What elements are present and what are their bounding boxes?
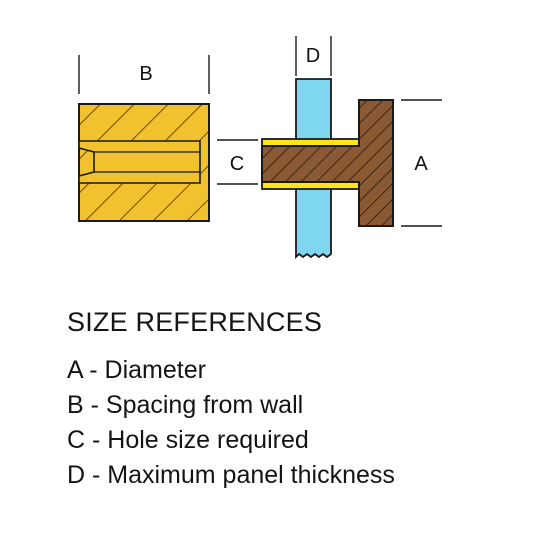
label-c: C — [230, 153, 244, 175]
legend-title: SIZE REFERENCES — [67, 307, 323, 337]
cap-part — [261, 99, 394, 227]
dimension-a — [401, 99, 442, 227]
dimension-b — [78, 55, 210, 94]
label-b: B — [139, 63, 152, 85]
size-references-legend: SIZE REFERENCES A - Diameter B - Spacing… — [67, 305, 395, 493]
legend-list: A - Diameter B - Spacing from wall C - H… — [67, 353, 395, 493]
legend-item-b: B - Spacing from wall — [67, 391, 304, 419]
label-a: A — [414, 153, 428, 175]
dimension-c — [217, 139, 258, 185]
legend-item-d: D - Maximum panel thickness — [67, 461, 395, 489]
label-d: D — [306, 45, 320, 67]
dimension-d — [295, 36, 332, 76]
standoff-diagram: B C D A — [78, 36, 442, 260]
barrel-part — [78, 103, 210, 222]
legend-item-c: C - Hole size required — [67, 426, 309, 454]
legend-item-a: A - Diameter — [67, 356, 206, 384]
